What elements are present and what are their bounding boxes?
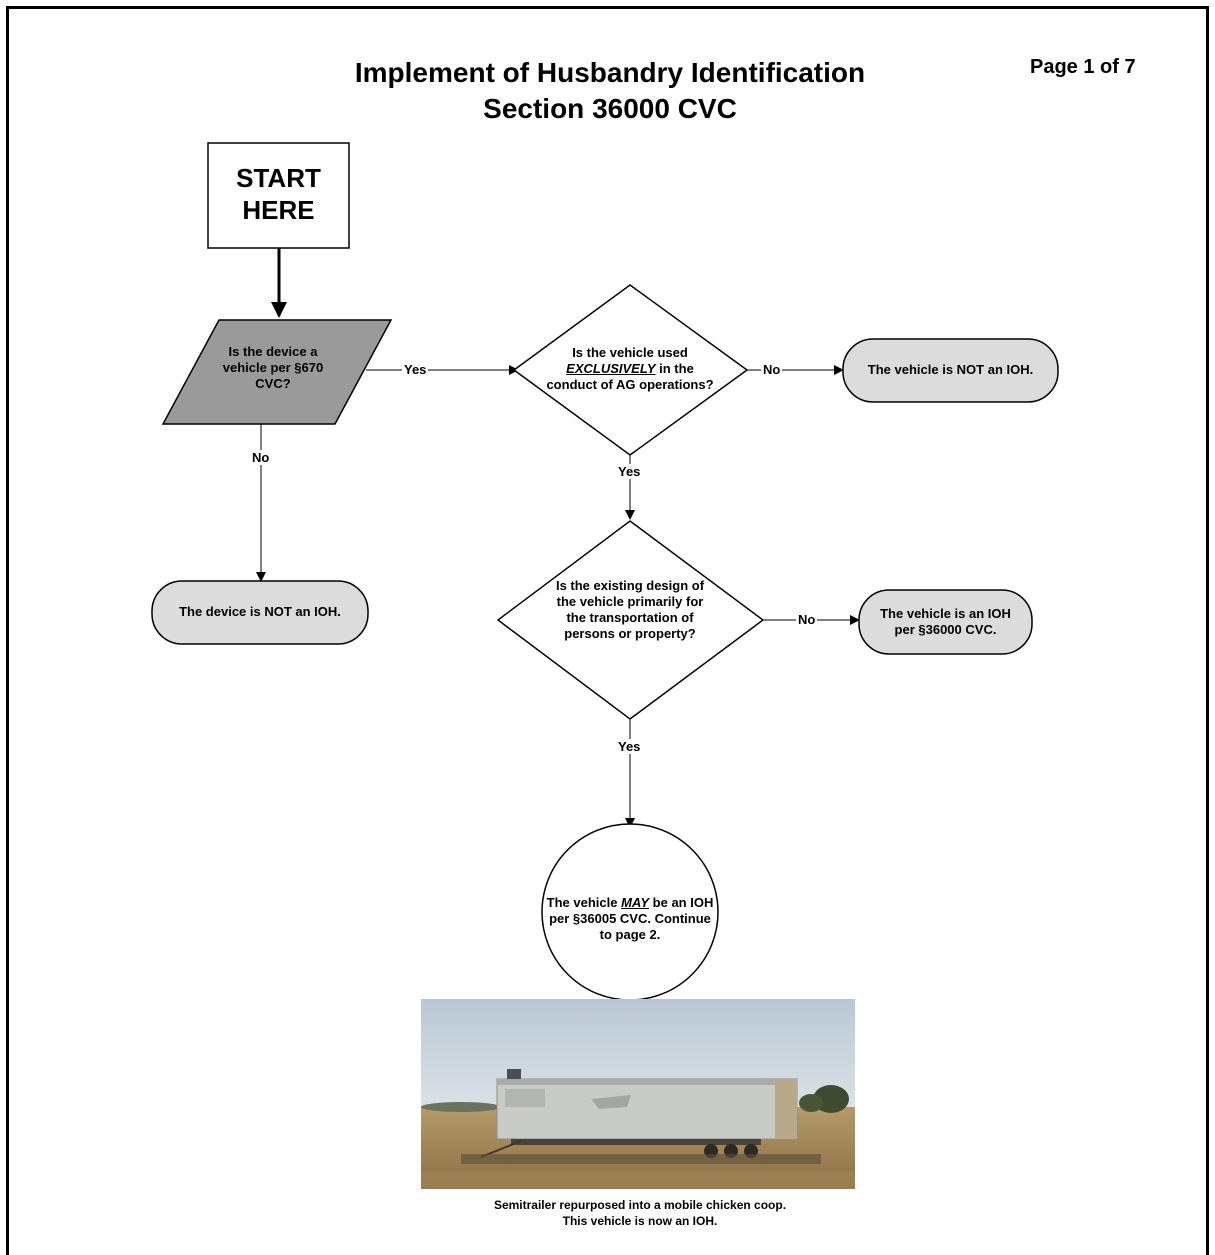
page-title: Implement of Husbandry Identification bbox=[354, 57, 866, 88]
vehicle-question-shape bbox=[161, 319, 393, 425]
start-box bbox=[207, 142, 350, 249]
exclusive-question-pre: Is the vehicle used bbox=[572, 345, 688, 360]
may-be-ioh-pre: The vehicle bbox=[546, 895, 618, 910]
page-number: Page 1 of 7 bbox=[1030, 56, 1136, 78]
edge-label-no-3: No bbox=[796, 612, 818, 627]
terminal-device-not-ioh bbox=[151, 580, 369, 645]
terminal-device-not-ioh-label: The device is NOT an IOH. bbox=[179, 604, 341, 619]
page-subtitle: Section 36000 CVC bbox=[483, 93, 737, 124]
photo-caption-line2: This vehicle is now an IOH. bbox=[562, 1214, 718, 1228]
vehicle-question-label: Is the device a vehicle per §670 CVC? bbox=[222, 344, 324, 391]
design-question-label: Is the existing design of the vehicle pr… bbox=[555, 578, 705, 641]
edge-label-yes-3: Yes bbox=[616, 739, 643, 754]
terminal-vehicle-is-ioh-label: The vehicle is an IOH per §36000 CVC. bbox=[880, 606, 1011, 637]
may-be-ioh-label: The vehicle MAY be an IOH per §36005 CVC… bbox=[545, 895, 715, 943]
terminal-vehicle-not-ioh bbox=[842, 338, 1059, 403]
exclusive-question-emphasis: EXCLUSIVELY bbox=[566, 361, 656, 376]
semitrailer-photo bbox=[421, 999, 855, 1189]
exclusive-question-label: Is the vehicle used EXCLUSIVELY in the c… bbox=[543, 345, 717, 393]
edge-label-no-2: No bbox=[761, 362, 783, 377]
may-be-ioh-emphasis: MAY bbox=[621, 895, 650, 910]
may-be-ioh-post: be an IOH per §36005 CVC. Continue to pa… bbox=[549, 895, 714, 942]
exclusive-question-post: in the conduct of AG operations? bbox=[546, 361, 714, 392]
edge-label-yes-2: Yes bbox=[616, 464, 643, 479]
start-label: START HERE bbox=[236, 163, 321, 225]
photo-caption-line1: Semitrailer repurposed into a mobile chi… bbox=[493, 1198, 787, 1212]
edge-label-yes-1: Yes bbox=[402, 362, 429, 377]
terminal-vehicle-not-ioh-label: The vehicle is NOT an IOH. bbox=[867, 362, 1034, 377]
edge-label-no-1: No bbox=[250, 450, 272, 465]
page-frame bbox=[6, 6, 1209, 1255]
terminal-vehicle-is-ioh bbox=[858, 589, 1033, 655]
photo-caption: Semitrailer repurposed into a mobile chi… bbox=[380, 1197, 900, 1229]
